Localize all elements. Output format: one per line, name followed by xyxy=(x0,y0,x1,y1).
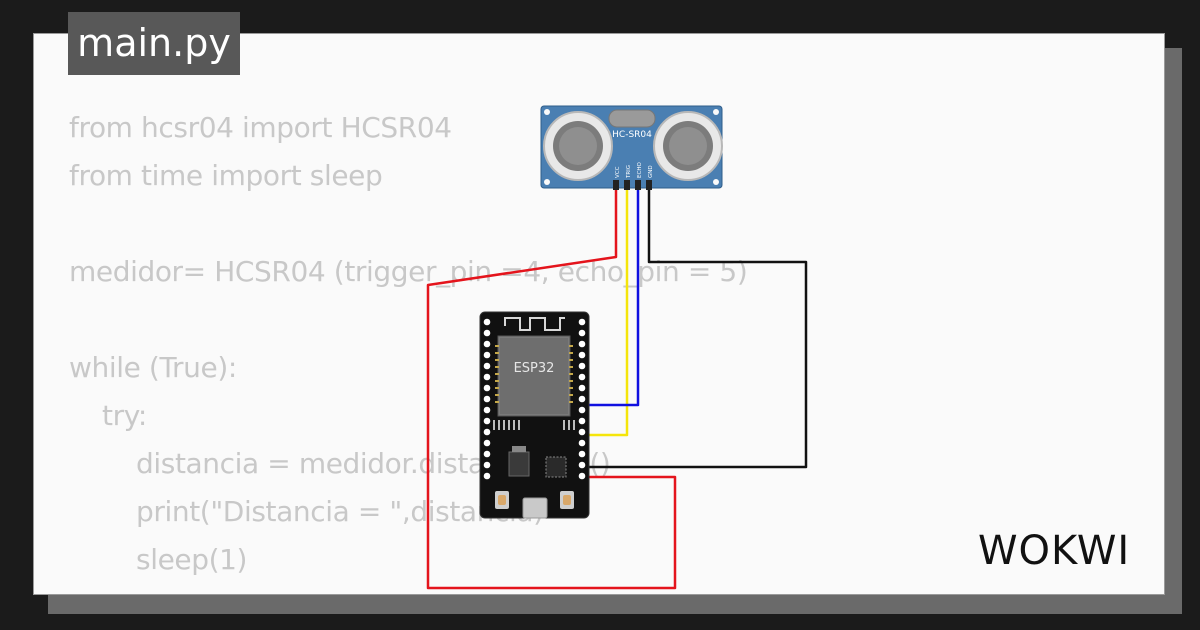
transducer-right xyxy=(653,111,723,181)
right-header xyxy=(578,318,586,480)
en-button[interactable] xyxy=(495,491,509,509)
wokwi-logo: WOKWI xyxy=(978,528,1130,574)
transducer-left xyxy=(543,111,613,181)
esp32-board[interactable]: ESP32 xyxy=(479,311,590,519)
code-line-10: sleep(1) xyxy=(136,543,248,576)
pin-label-echo: ECHO xyxy=(637,162,643,178)
left-header xyxy=(483,318,491,480)
file-tab[interactable]: main.py xyxy=(68,12,240,75)
code-line-1: from hcsr04 import HCSR04 xyxy=(69,111,452,144)
hcsr04-sensor[interactable]: HC-SR04 VCC TRIG ECHO GND xyxy=(540,105,723,190)
pin-label-gnd: GND xyxy=(648,165,654,178)
wire-trig[interactable] xyxy=(582,182,629,437)
wire-echo[interactable] xyxy=(582,182,640,407)
code-line-6: while (True): xyxy=(69,351,237,384)
wire-vcc[interactable] xyxy=(426,182,677,590)
wires xyxy=(426,182,808,590)
board-label: ESP32 xyxy=(514,361,555,376)
wire-gnd[interactable] xyxy=(582,182,808,469)
sensor-label: HC-SR04 xyxy=(612,130,652,140)
code-line-2: from time import sleep xyxy=(69,159,383,192)
code-line-7: try: xyxy=(102,399,147,432)
pin-label-vcc: VCC xyxy=(615,166,621,178)
svg-text:WOKWI: WOKWI xyxy=(978,528,1130,574)
pin-label-trig: TRIG xyxy=(626,165,632,179)
usb-port xyxy=(522,497,548,519)
boot-button[interactable] xyxy=(560,491,574,509)
